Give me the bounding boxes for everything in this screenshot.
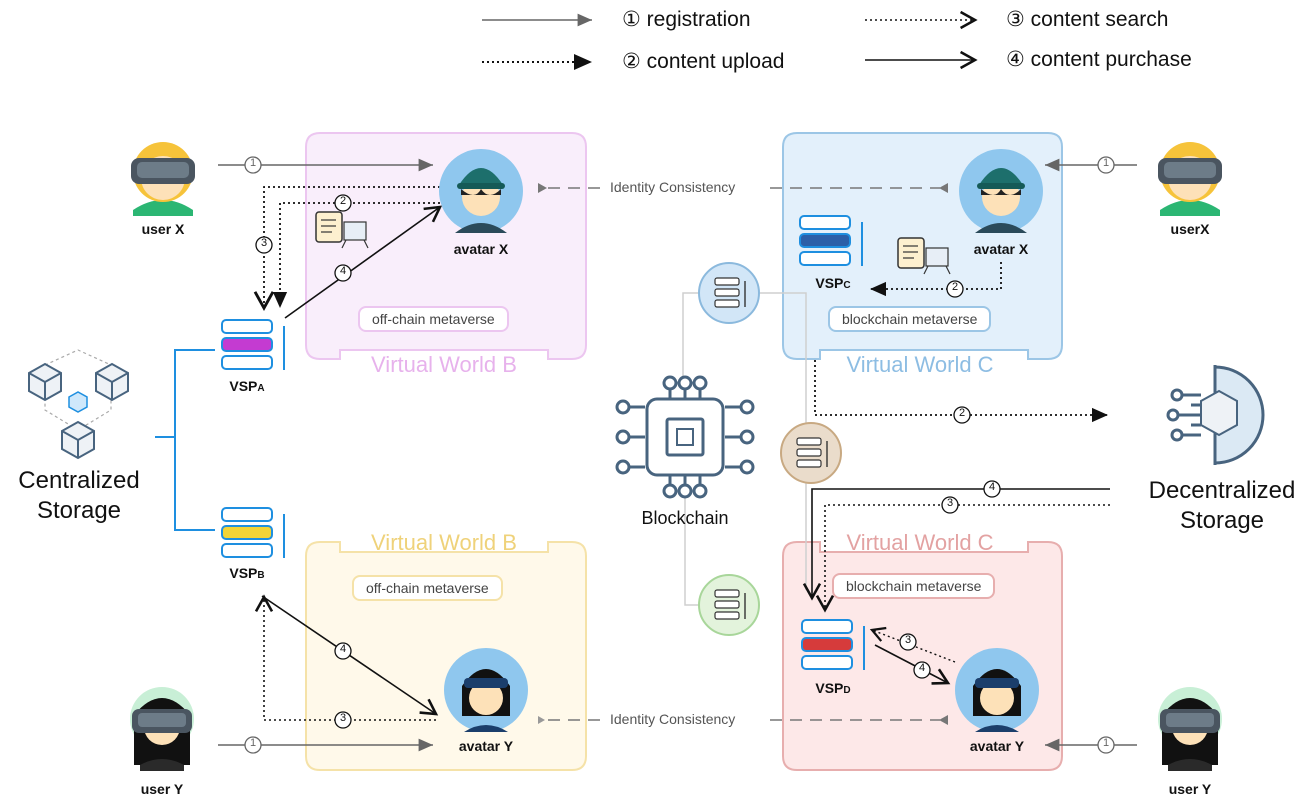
- world-b-top-title: Virtual World B: [371, 352, 517, 377]
- step-two-label: 2: [951, 281, 959, 293]
- blockchain-node-icon: [698, 574, 760, 636]
- blockchain-chip-icon: [615, 375, 755, 499]
- step-three-marker: [899, 633, 917, 651]
- step-three-label: 3: [260, 237, 268, 249]
- step-four-label: 4: [918, 662, 926, 674]
- step-four-label: 4: [988, 481, 996, 493]
- step-three-marker: [255, 236, 273, 254]
- identity-consistency-label: Identity Consistency: [604, 711, 742, 727]
- decentralized-storage-icon: [1166, 365, 1265, 465]
- blockchain-label: Blockchain: [641, 508, 729, 528]
- centralized-storage-label: Centralized Storage: [18, 467, 140, 524]
- step-four-label: 4: [339, 643, 347, 655]
- identity-consistency-label: Identity Consistency: [604, 179, 742, 195]
- step-one-marker: [1097, 736, 1115, 754]
- step-four-marker: [334, 264, 352, 282]
- vsp-d-label: VSPD: [815, 680, 851, 696]
- step-one-label: 1: [1102, 157, 1110, 169]
- legend-registration: ① registration: [622, 8, 751, 31]
- world-b-top-tag: off-chain metaverse: [358, 306, 509, 332]
- vr-user-y-left-icon: [130, 687, 194, 771]
- vr-user-x-right-icon: [1158, 142, 1222, 216]
- user-y-right-label: user Y: [1168, 781, 1212, 797]
- world-b-bottom-title: Virtual World B: [371, 530, 517, 555]
- vsp-d-server-icon: [801, 619, 865, 670]
- avatar-y-bottom-right-label: avatar Y: [969, 738, 1025, 754]
- step-two-marker: [946, 280, 964, 298]
- vsp-c-server-icon: [799, 215, 863, 266]
- step-four-marker: [913, 661, 931, 679]
- vsp-b-label: VSPB: [229, 565, 265, 581]
- step-four-label: 4: [339, 265, 347, 277]
- step-three-marker: [941, 496, 959, 514]
- vsp-a-label: VSPA: [229, 378, 265, 394]
- step-three-label: 3: [339, 712, 347, 724]
- world-c-bottom-title: Virtual World C: [846, 530, 994, 555]
- content-document-icon: [315, 211, 369, 249]
- legend-content-search: ③ content search: [1006, 8, 1169, 31]
- vr-user-y-right-icon: [1158, 687, 1222, 771]
- step-three-label: 3: [946, 497, 954, 509]
- avatar-x-top-right-icon: [959, 149, 1043, 233]
- step-two-label: 2: [958, 407, 966, 419]
- avatar-x-top-right-label: avatar X: [973, 241, 1029, 257]
- decentralized-storage-label: Decentralized Storage: [1148, 477, 1296, 534]
- user-x-left-label: user X: [141, 221, 185, 237]
- vsp-b-server-icon: [221, 507, 285, 558]
- content-document-icon: [897, 237, 951, 275]
- step-two-label: 2: [339, 195, 347, 207]
- step-two-marker: [334, 194, 352, 212]
- vsp-a-server-icon: [221, 319, 285, 370]
- world-c-bottom-tag: blockchain metaverse: [832, 573, 996, 599]
- step-two-marker: [953, 406, 971, 424]
- world-b-bottom-tag: off-chain metaverse: [352, 575, 503, 601]
- step-one-marker: [1097, 156, 1115, 174]
- legend-content-purchase: ④ content purchase: [1006, 48, 1192, 71]
- blockchain-node-icon: [698, 262, 760, 324]
- user-x-right-label: userX: [1170, 221, 1210, 237]
- avatar-y-bottom-left-icon: [444, 648, 528, 732]
- vsp-c-label: VSPC: [815, 275, 851, 291]
- step-four-marker: [334, 642, 352, 660]
- step-one-marker: [244, 156, 262, 174]
- step-three-label: 3: [904, 634, 912, 646]
- vr-user-x-left-icon: [131, 142, 195, 216]
- step-one-label: 1: [1102, 737, 1110, 749]
- step-one-label: 1: [249, 737, 257, 749]
- step-four-marker: [983, 480, 1001, 498]
- step-one-label: 1: [249, 157, 257, 169]
- avatar-x-top-left-label: avatar X: [453, 241, 509, 257]
- avatar-y-bottom-right-icon: [955, 648, 1039, 732]
- legend-content-upload: ② content upload: [622, 50, 785, 73]
- avatar-y-bottom-left-label: avatar Y: [458, 738, 514, 754]
- step-three-marker: [334, 711, 352, 729]
- user-y-left-label: user Y: [140, 781, 184, 797]
- centralized-storage-icon: [28, 349, 129, 460]
- world-c-top-tag: blockchain metaverse: [828, 306, 992, 332]
- step-markers: [244, 156, 1115, 754]
- step-one-marker: [244, 736, 262, 754]
- world-c-top-title: Virtual World C: [846, 352, 994, 377]
- avatar-x-top-left-icon: [439, 149, 523, 233]
- blockchain-node-icon: [780, 422, 842, 484]
